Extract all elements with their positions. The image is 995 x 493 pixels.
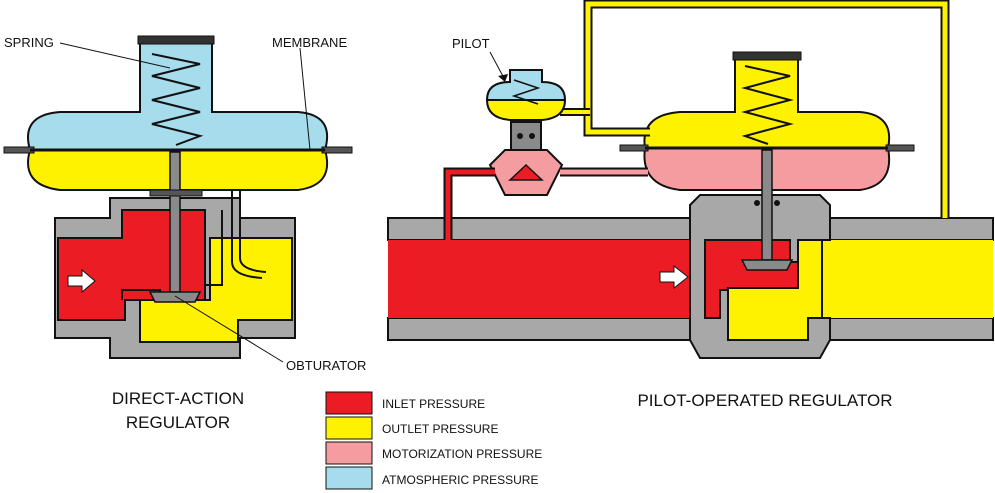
inlet-flow-arrow	[67, 268, 96, 294]
pilot-outlet-flow	[808, 240, 993, 318]
pilot-main-stem	[761, 149, 773, 261]
pilot-outlet-chamber	[485, 99, 567, 121]
legend-label-outlet: OUTLET PRESSURE	[382, 422, 498, 436]
spring-label: SPRING	[4, 35, 54, 50]
direct-spring	[151, 53, 204, 146]
direct-title-line1: DIRECT-ACTION	[112, 389, 244, 408]
obturator-label: OBTURATOR	[286, 358, 366, 373]
legend-swatch-outlet	[325, 416, 373, 440]
direct-title-line2: REGULATOR	[126, 413, 230, 432]
legend-label-atmospheric: ATMOSPHERIC PRESSURE	[382, 473, 538, 487]
pilot-operated-regulator	[387, 0, 994, 359]
legend: INLET PRESSURE OUTLET PRESSURE MOTORIZAT…	[325, 391, 542, 490]
direct-obturator	[148, 291, 202, 303]
pilot-label: PILOT	[452, 36, 490, 51]
direct-upper-chamber	[27, 39, 329, 151]
pilot-main-obturator	[740, 259, 794, 271]
pilot-main-spring	[741, 65, 794, 145]
legend-swatch-motorization	[325, 441, 373, 465]
legend-swatch-atmospheric	[325, 466, 373, 490]
pilot-operated-title: PILOT-OPERATED REGULATOR	[637, 391, 892, 410]
pilot-body	[510, 121, 542, 151]
pilot-inlet-flow-arrow	[659, 264, 689, 290]
pilot-main-upper-chamber	[643, 54, 891, 149]
membrane-label: MEMBRANE	[272, 35, 347, 50]
direct-action-regulator	[3, 35, 353, 359]
direct-stem	[169, 151, 181, 293]
legend-swatch-inlet	[325, 391, 373, 415]
legend-label-motorization: MOTORIZATION PRESSURE	[382, 447, 542, 461]
direct-outlet-region	[139, 237, 293, 343]
pilot-atmospheric-chamber	[485, 69, 567, 101]
legend-label-inlet: INLET PRESSURE	[382, 397, 485, 411]
